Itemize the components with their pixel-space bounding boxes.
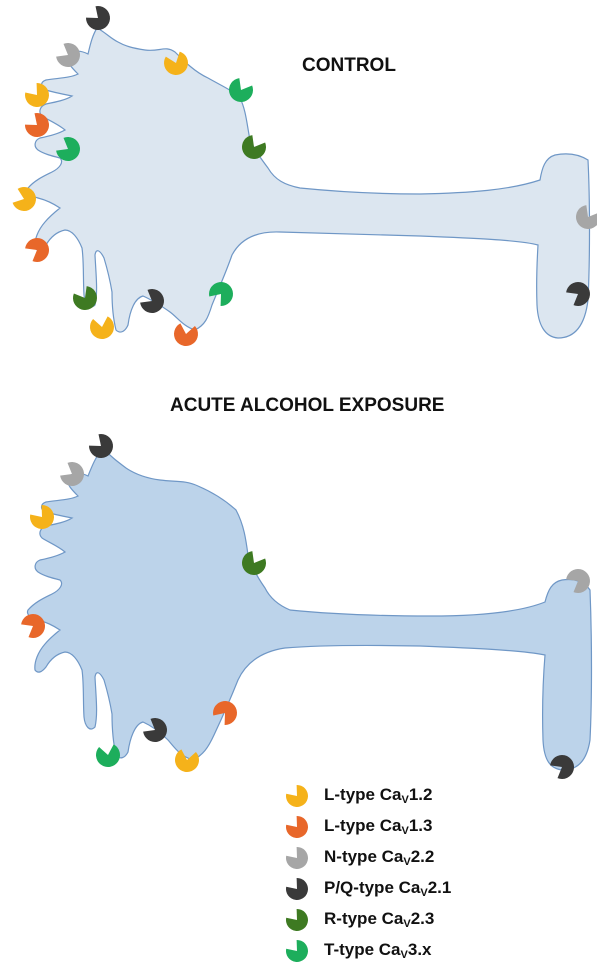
control-panel-title: CONTROL — [302, 55, 396, 77]
control-marker-l-type-cav1-3 — [25, 238, 49, 262]
legend-label-subscript: V — [420, 887, 427, 899]
legend-label-prefix: N-type Ca — [324, 847, 403, 866]
control-marker-l-type-cav1-2 — [90, 316, 114, 339]
legend-swatch-shape-l-type-cav1-3 — [286, 816, 308, 838]
legend-label-subscript: V — [403, 856, 410, 868]
legend-label-suffix: 1.2 — [409, 785, 433, 804]
control-marker-p-q-type-cav2-1 — [86, 6, 110, 30]
legend-swatch-r-type-cav2-3 — [284, 907, 310, 933]
control-marker-l-type-cav1-2 — [25, 83, 49, 107]
legend-label-prefix: R-type Ca — [324, 909, 403, 928]
legend-label-prefix: P/Q-type Ca — [324, 878, 420, 897]
legend-label-p-q-type-cav2-1: P/Q-type CaV2.1 — [324, 878, 451, 899]
legend-label-prefix: L-type Ca — [324, 816, 401, 835]
legend-row-r-type-cav2-3: R-type CaV2.3 — [284, 904, 584, 935]
legend-label-subscript: V — [401, 949, 408, 961]
alcohol-marker-n-type-cav2-2 — [60, 462, 84, 486]
alcohol-marker-l-type-cav1-2 — [30, 505, 54, 529]
alcohol-panel-title: ACUTE ALCOHOL EXPOSURE — [170, 395, 444, 417]
legend-swatch-t-type-cav3-x — [284, 938, 310, 964]
legend-swatch-shape-t-type-cav3-x — [286, 940, 308, 962]
legend-label-prefix: L-type Ca — [324, 785, 401, 804]
legend-label-suffix: 1.3 — [409, 816, 433, 835]
legend-row-l-type-cav1-3: L-type CaV1.3 — [284, 811, 584, 842]
legend-label-suffix: 3.x — [408, 940, 432, 959]
legend-label-l-type-cav1-3: L-type CaV1.3 — [324, 816, 432, 837]
legend-swatch-shape-l-type-cav1-2 — [286, 785, 308, 807]
legend-swatch-shape-n-type-cav2-2 — [286, 847, 308, 869]
legend-label-subscript: V — [403, 918, 410, 930]
control-marker-l-type-cav1-3 — [174, 323, 198, 346]
legend-label-prefix: T-type Ca — [324, 940, 401, 959]
alcohol-marker-p-q-type-cav2-1 — [89, 434, 113, 458]
control-marker-t-type-cav3-x — [229, 78, 253, 102]
legend-label-suffix: 2.1 — [428, 878, 452, 897]
legend-label-l-type-cav1-2: L-type CaV1.2 — [324, 785, 432, 806]
control-marker-l-type-cav1-2 — [13, 187, 36, 211]
alcohol-marker-t-type-cav3-x — [96, 744, 120, 767]
legend-label-suffix: 2.3 — [411, 909, 435, 928]
control-marker-l-type-cav1-3 — [25, 113, 49, 137]
legend-label-r-type-cav2-3: R-type CaV2.3 — [324, 909, 434, 930]
legend-swatch-l-type-cav1-3 — [284, 814, 310, 840]
legend-row-p-q-type-cav2-1: P/Q-type CaV2.1 — [284, 873, 584, 904]
legend-label-t-type-cav3-x: T-type CaV3.x — [324, 940, 432, 961]
legend-row-l-type-cav1-2: L-type CaV1.2 — [284, 780, 584, 811]
legend-swatch-n-type-cav2-2 — [284, 845, 310, 871]
legend-swatch-p-q-type-cav2-1 — [284, 876, 310, 902]
control-marker-n-type-cav2-2 — [56, 43, 80, 67]
legend-row-n-type-cav2-2: N-type CaV2.2 — [284, 842, 584, 873]
alcohol-neuron-shape — [27, 448, 591, 770]
legend-label-subscript: V — [401, 825, 408, 837]
legend-row-t-type-cav3-x: T-type CaV3.x — [284, 935, 584, 966]
alcohol-marker-l-type-cav1-3 — [21, 614, 45, 638]
control-marker-r-type-cav2-3 — [242, 135, 266, 159]
alcohol-marker-r-type-cav2-3 — [242, 551, 266, 575]
legend-swatch-shape-p-q-type-cav2-1 — [286, 878, 308, 900]
legend-swatch-shape-r-type-cav2-3 — [286, 909, 308, 931]
legend-label-subscript: V — [401, 794, 408, 806]
legend-label-n-type-cav2-2: N-type CaV2.2 — [324, 847, 434, 868]
legend-label-suffix: 2.2 — [411, 847, 435, 866]
legend-swatch-l-type-cav1-2 — [284, 783, 310, 809]
